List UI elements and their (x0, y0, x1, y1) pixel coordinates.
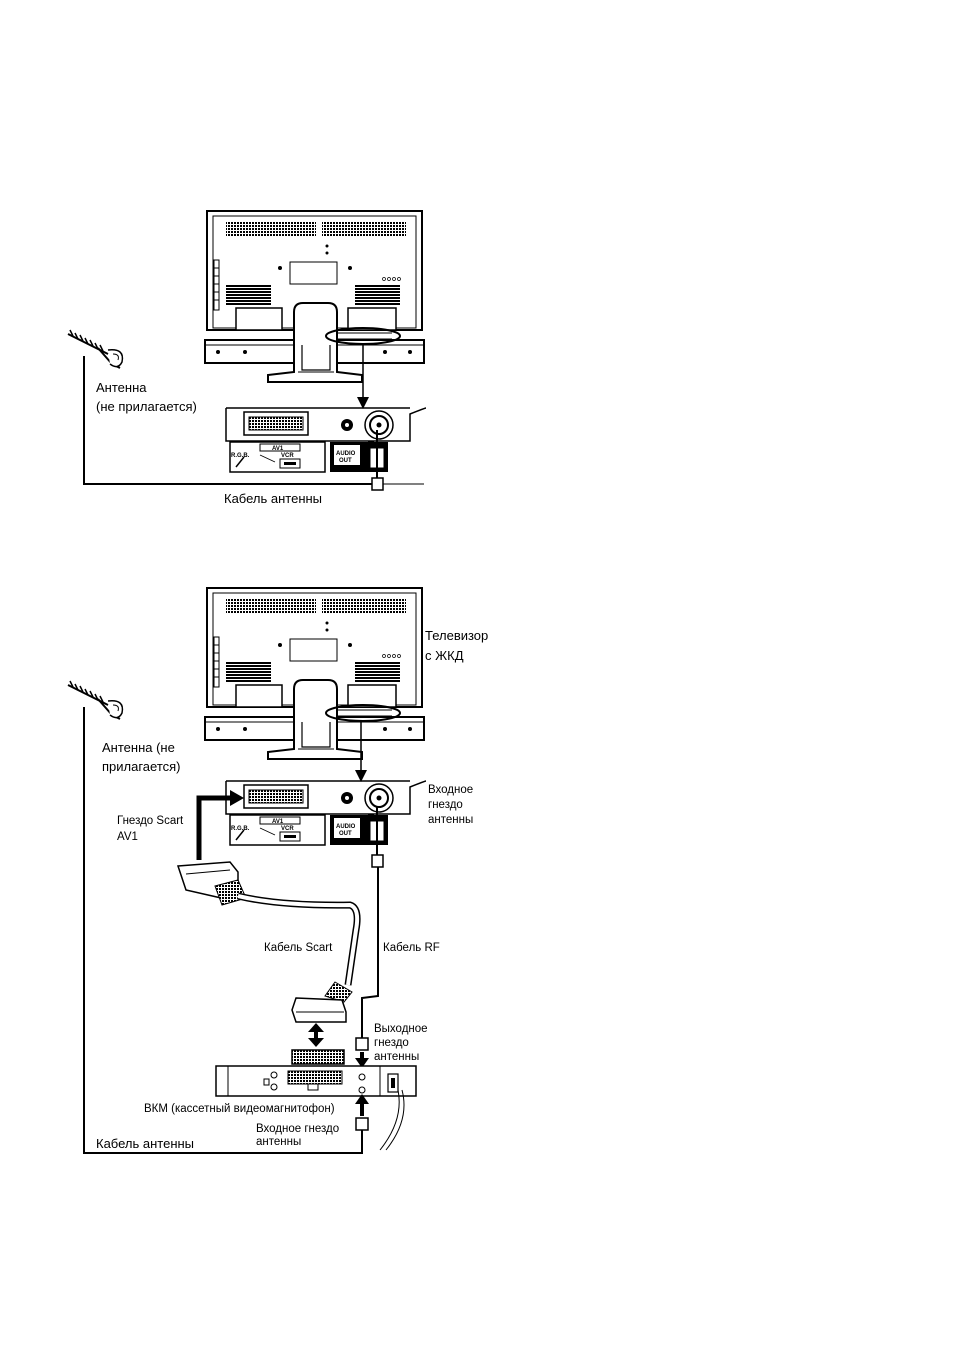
rear-terminal-panel-2: AV1 R.G.B. VCR AUDIO OUT (226, 781, 426, 845)
scart-jack-label-2: AV1 (117, 831, 138, 843)
antenna-label-2-2: прилагается) (102, 759, 181, 774)
vcr-input-plug (356, 1118, 368, 1130)
panel-vcr-label-2: VCR (281, 826, 294, 832)
scart-plug-top (178, 862, 246, 905)
rf-plug-bottom (356, 1038, 368, 1050)
vcr-label: ВКМ (кассетный видеомагнитофон) (144, 1103, 335, 1115)
tv-rear-view (205, 211, 424, 382)
antenna-label-2-1: Антенна (не (102, 740, 175, 755)
scart-cable-line (238, 896, 357, 985)
rf-cable-label: Кабель RF (383, 942, 440, 954)
rf-cable-line (362, 867, 378, 1038)
input-jack-label-1: Входное (428, 784, 473, 796)
panel-rgb-label: R.G.B. (231, 453, 250, 459)
input-jack-label-2: гнездо (428, 799, 463, 811)
antenna-cable-label-2: Кабель антенны (96, 1136, 194, 1151)
scart-plug-bottom (292, 982, 352, 1022)
diagram-with-vcr: AV1 R.G.B. VCR AUDIO OUT (68, 588, 488, 1153)
rear-terminal-panel: AV1 R.G.B. VCR AUDIO OUT (226, 408, 426, 472)
antenna-icon-2 (68, 681, 122, 719)
vcr-scart-socket (292, 1050, 344, 1064)
antenna-label-1: Антенна (96, 380, 147, 395)
panel-audio-label: AUDIO (336, 451, 356, 457)
tv-rear-view-2 (205, 588, 424, 759)
scart-cable-label: Кабель Scart (264, 942, 333, 954)
diagram-antenna-only: AV1 R.G.B. VCR AUDIO OUT Антенна (не при… (68, 211, 426, 506)
panel-audio-label-2: AUDIO (336, 824, 356, 830)
output-jack-label-2: гнездо (374, 1037, 409, 1049)
input-jack-label-3: антенны (428, 814, 473, 826)
output-jack-label-3: антенны (374, 1051, 419, 1063)
vcr-input-label-2: антенны (256, 1136, 301, 1148)
antenna-cable-label: Кабель антенны (224, 491, 322, 506)
panel-rgb-label-2: R.G.B. (231, 826, 250, 832)
antenna-plug (372, 478, 383, 490)
output-jack-label-1: Выходное (374, 1023, 428, 1035)
rf-plug-top (372, 855, 383, 867)
tv-label-2: с ЖКД (425, 648, 464, 663)
antenna-icon (68, 330, 122, 368)
scart-jack-label-1: Гнездо Scart (117, 815, 184, 827)
panel-vcr-label: VCR (281, 453, 294, 459)
panel-out-label: OUT (339, 458, 352, 464)
vcr-input-label-1: Входное гнездо (256, 1123, 339, 1135)
panel-av1-label: AV1 (272, 446, 284, 452)
panel-av1-label-2: AV1 (272, 819, 284, 825)
antenna-label-2: (не прилагается) (96, 399, 197, 414)
panel-out-label-2: OUT (339, 831, 352, 837)
tv-label-1: Телевизор (425, 628, 488, 643)
